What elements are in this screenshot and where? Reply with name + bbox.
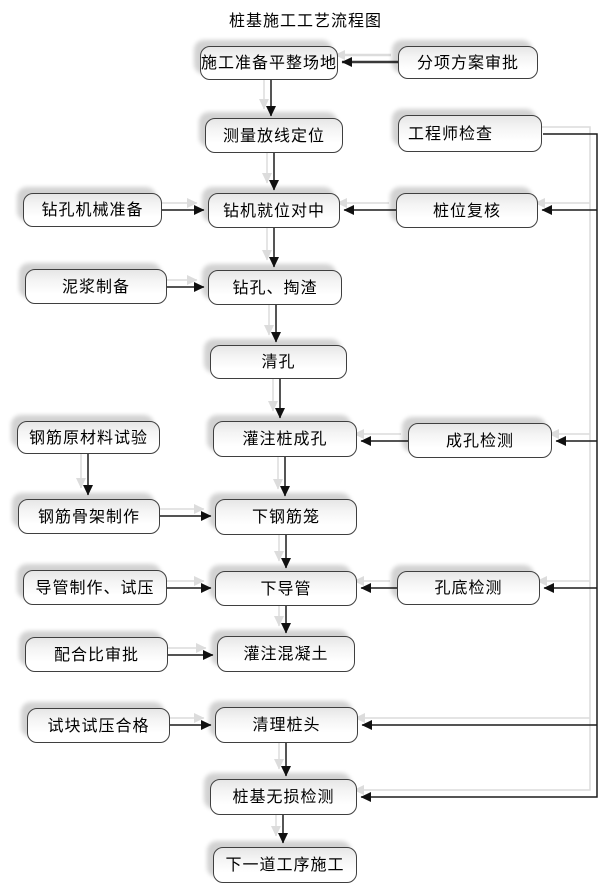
edge-engineer-check-trunk-to-pile-ndt — [360, 133, 598, 802]
node-drill-machine-prep: 钻孔机械准备 — [23, 193, 162, 227]
node-hole-forming-inspection: 成孔检测 — [408, 423, 552, 458]
node-pile-ndt: 桩基无损检测 — [210, 779, 357, 815]
node-test-block-passed: 试块试压合格 — [27, 708, 170, 743]
node-hole-bottom-inspection: 孔底检测 — [397, 571, 540, 605]
node-plan-approval: 分项方案审批 — [398, 46, 538, 79]
node-engineer-check: 工程师检查 — [398, 115, 542, 152]
node-lower-conduit: 下导管 — [215, 571, 357, 606]
node-conduit-fabrication-test: 导管制作、试压 — [23, 570, 167, 605]
node-rebar-material-test: 钢筋原材料试验 — [17, 421, 160, 454]
node-site-prep: 施工准备平整场地 — [200, 46, 338, 80]
node-mix-ratio-approval: 配合比审批 — [25, 637, 168, 672]
connector-layer — [83, 57, 598, 844]
node-pour-concrete: 灌注混凝土 — [217, 636, 355, 672]
node-pile-hole-forming: 灌注桩成孔 — [213, 421, 357, 457]
node-drilling-slag-removal: 钻孔、掏渣 — [208, 270, 342, 305]
node-pile-position-recheck: 桩位复核 — [396, 193, 538, 228]
node-next-process: 下一道工序施工 — [213, 847, 357, 883]
node-lower-rebar-cage: 下钢筋笼 — [215, 499, 357, 535]
node-rebar-cage-fabrication: 钢筋骨架制作 — [18, 499, 160, 534]
page-title: 桩基施工工艺流程图 — [228, 11, 382, 30]
node-survey-layout: 测量放线定位 — [205, 118, 343, 153]
node-mud-preparation: 泥浆制备 — [25, 269, 167, 304]
node-clean-pile-head: 清理桩头 — [215, 707, 358, 743]
node-rig-centering: 钻机就位对中 — [208, 193, 340, 228]
node-hole-cleaning: 清孔 — [210, 345, 347, 379]
